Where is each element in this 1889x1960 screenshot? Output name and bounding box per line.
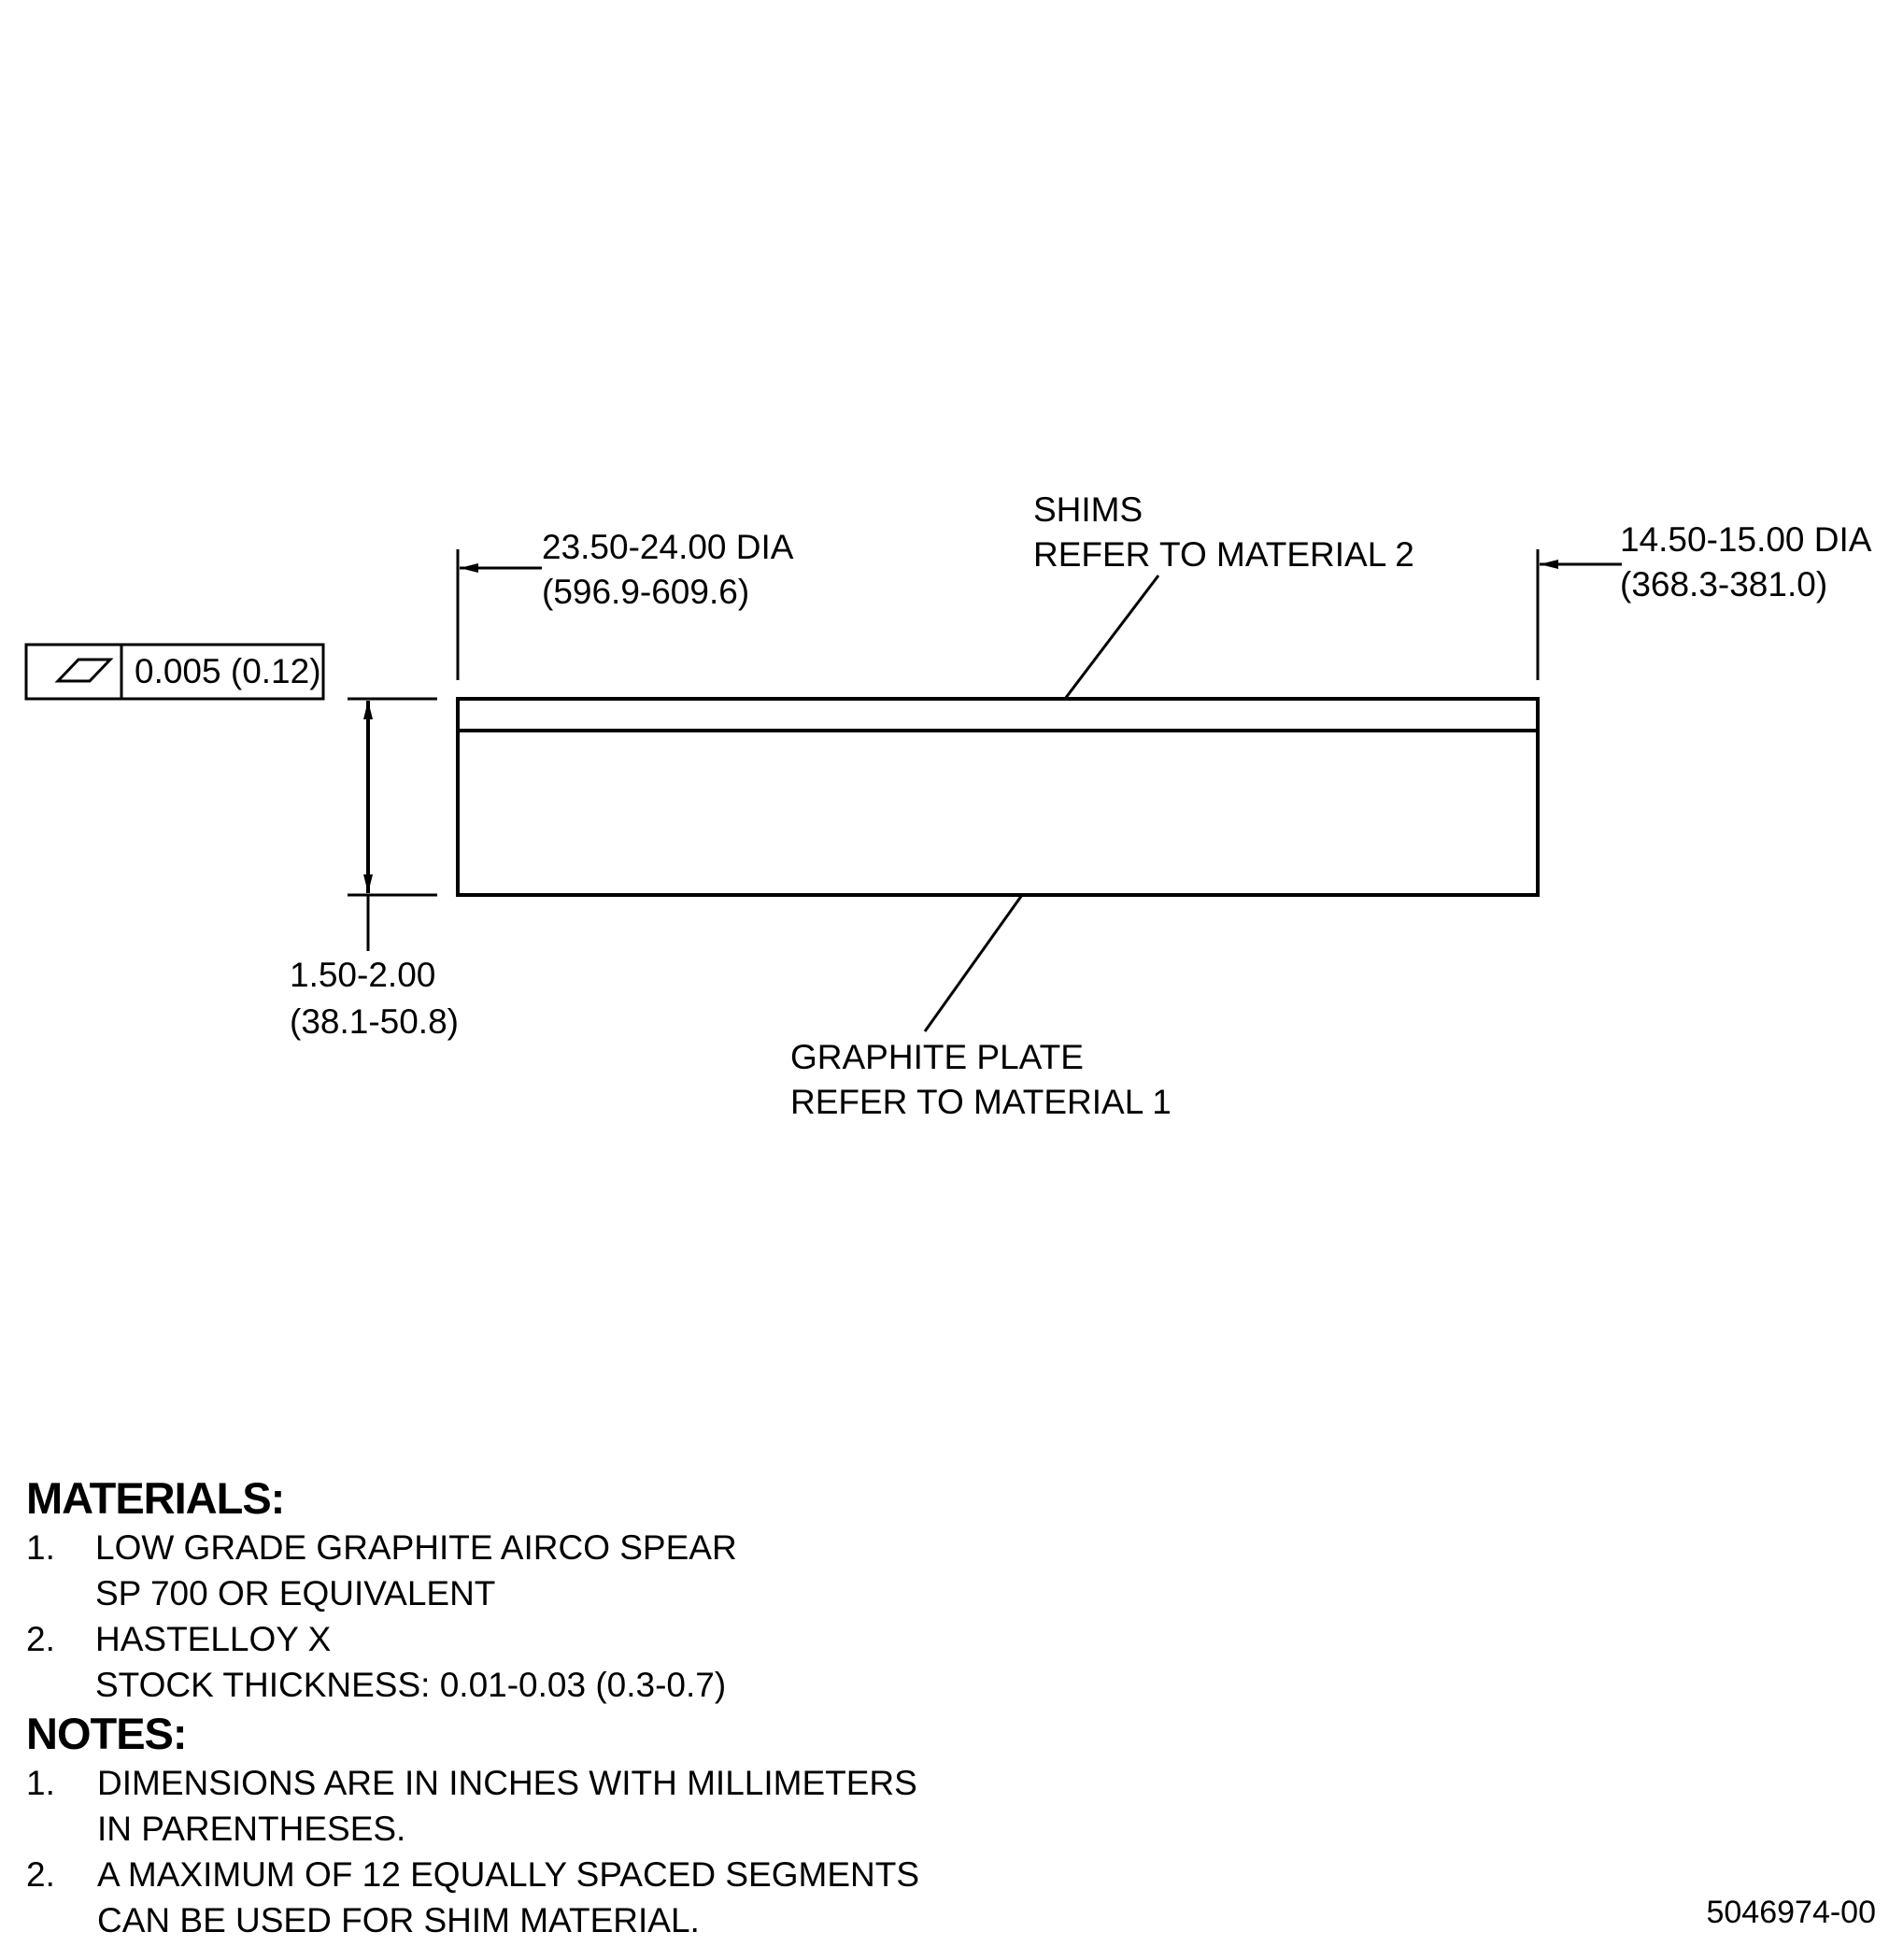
shims-leader-line: [1063, 575, 1160, 700]
notes-item: 2. A MAXIMUM OF 12 EQUALLY SPACED SEGMEN…: [26, 1852, 919, 1943]
materials-item-line: STOCK THICKNESS: 0.01-0.03 (0.3-0.7): [95, 1666, 727, 1704]
graphite-plate-callout-reference: REFER TO MATERIAL 1: [790, 1083, 1172, 1121]
notes-item-line: CAN BE USED FOR SHIM MATERIAL.: [97, 1901, 700, 1939]
graphite-plate-leader-line: [923, 894, 1024, 1032]
notes-section: NOTES: 1. DIMENSIONS ARE IN INCHES WITH …: [26, 1708, 919, 1943]
notes-item-number: 1.: [26, 1764, 55, 1802]
materials-item: 1. LOW GRADE GRAPHITE AIRCO SPEAR SP 700…: [26, 1525, 737, 1616]
flatness-tolerance-value: 0.005 (0.12): [135, 652, 321, 690]
materials-item-line: SP 700 OR EQUIVALENT: [95, 1574, 496, 1612]
inner-diameter-mm: (368.3-381.0): [1620, 565, 1827, 604]
materials-heading: MATERIALS:: [26, 1473, 285, 1523]
shims-callout-title: SHIMS: [1033, 490, 1143, 529]
inner-diameter-inches: 14.50-15.00 DIA: [1620, 520, 1872, 559]
thickness-inches: 1.50-2.00: [290, 956, 435, 994]
materials-item-number: 2.: [26, 1620, 55, 1658]
outer-diameter-inches: 23.50-24.00 DIA: [542, 528, 794, 566]
flatness-control-frame: 0.005 (0.12): [24, 643, 325, 701]
flatness-symbol-icon: [54, 658, 114, 683]
materials-item-number: 1.: [26, 1528, 55, 1567]
notes-item-line: IN PARENTHESES.: [97, 1810, 406, 1848]
materials-item-line: HASTELLOY X: [95, 1620, 332, 1658]
notes-item-number: 2.: [26, 1855, 55, 1894]
materials-section: MATERIALS: 1. LOW GRADE GRAPHITE AIRCO S…: [26, 1472, 737, 1708]
materials-item: 2. HASTELLOY X STOCK THICKNESS: 0.01-0.0…: [26, 1616, 737, 1708]
outer-diameter-mm: (596.9-609.6): [542, 573, 749, 611]
thickness-mm: (38.1-50.8): [290, 1002, 459, 1041]
figure-id: 5046974-00: [1706, 1895, 1876, 1930]
materials-item-line: LOW GRADE GRAPHITE AIRCO SPEAR: [95, 1528, 737, 1567]
graphite-plate-outline: [456, 697, 1540, 897]
shims-callout-reference: REFER TO MATERIAL 2: [1033, 535, 1414, 574]
notes-item-line: A MAXIMUM OF 12 EQUALLY SPACED SEGMENTS: [97, 1855, 919, 1894]
notes-item: 1. DIMENSIONS ARE IN INCHES WITH MILLIME…: [26, 1760, 919, 1852]
notes-item-line: DIMENSIONS ARE IN INCHES WITH MILLIMETER…: [97, 1764, 917, 1802]
notes-heading: NOTES:: [26, 1709, 188, 1758]
graphite-plate-callout-title: GRAPHITE PLATE: [790, 1038, 1084, 1076]
